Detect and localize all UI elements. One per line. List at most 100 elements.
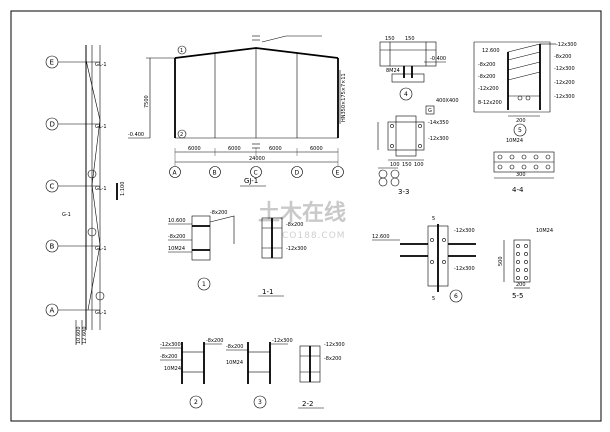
svg-text:-12x300: -12x300 <box>454 266 475 272</box>
svg-text:10M24: 10M24 <box>226 360 243 366</box>
detail-4-4-plate: 10M24 300 4-4 <box>493 138 555 194</box>
svg-text:D: D <box>50 121 55 129</box>
svg-text:-12x200: -12x200 <box>554 80 575 86</box>
svg-text:-12x300: -12x300 <box>554 94 575 100</box>
svg-text:GL-1: GL-1 <box>95 310 107 316</box>
svg-text:CO188.COM: CO188.COM <box>282 231 346 241</box>
svg-text:6000: 6000 <box>269 146 282 152</box>
svg-text:200: 200 <box>516 118 526 124</box>
sheet-border <box>10 10 602 422</box>
svg-text:3: 3 <box>258 399 262 406</box>
svg-text:E: E <box>336 170 340 177</box>
svg-text:150: 150 <box>402 162 412 168</box>
detail-2-2: -12x300 -8x200 2-2 <box>298 342 345 409</box>
svg-text:-12x200: -12x200 <box>478 86 499 92</box>
svg-text:-8x200: -8x200 <box>168 234 186 240</box>
axis-bubble-h-a: A <box>169 166 181 178</box>
svg-text:-8x200: -8x200 <box>210 210 228 216</box>
frame-dimensions: 6000 6000 6000 6000 24000 <box>174 146 339 166</box>
svg-text:-12x300: -12x300 <box>286 246 307 252</box>
axis-bubble-h-b: B <box>209 166 221 178</box>
svg-text:5: 5 <box>432 216 435 222</box>
svg-text:-12x300: -12x300 <box>160 342 181 348</box>
axis-bubble-a: A <box>45 303 59 317</box>
svg-text:2-2: 2-2 <box>302 400 313 408</box>
svg-text:-8x200: -8x200 <box>286 222 304 228</box>
svg-text:-12x300: -12x300 <box>272 338 293 344</box>
svg-text:2: 2 <box>194 399 198 406</box>
svg-text:5: 5 <box>518 127 522 134</box>
detail-node-4: -0.400 150 150 8M24 4 <box>379 36 446 101</box>
detail-node-1: 10.600 -8x200 10M24 -8x200 1 <box>168 210 235 291</box>
svg-text:10M24: 10M24 <box>168 246 185 252</box>
axis-bubble-e: E <box>45 55 59 69</box>
svg-text:GJ-1: GJ-1 <box>244 177 258 185</box>
svg-text:-12x300: -12x300 <box>454 228 475 234</box>
svg-text:7500: 7500 <box>144 95 150 108</box>
svg-text:E: E <box>50 59 54 67</box>
svg-text:B: B <box>213 170 217 177</box>
svg-text:-14x350: -14x350 <box>428 120 449 126</box>
axis-bubble-h-d: D <box>291 166 303 178</box>
axis-bubble-h-c: C <box>250 166 262 178</box>
frame-gj1: 1 2 7500 HN350×175×7×11 -0.400 <box>128 35 347 149</box>
svg-text:10.600: 10.600 <box>168 218 186 224</box>
svg-text:D: D <box>295 170 300 177</box>
svg-text:GL-1: GL-1 <box>95 246 107 252</box>
svg-text:200: 200 <box>516 282 526 288</box>
svg-text:1: 1 <box>180 48 183 54</box>
detail-1-1: -8x200 -12x300 1-1 <box>258 217 307 297</box>
svg-text:1:100: 1:100 <box>120 182 126 196</box>
detail-node-2: -12x300 -8x200 -8x200 10M24 2 <box>160 338 224 409</box>
axis-bubble-h-e: E <box>332 166 344 178</box>
svg-text:-8x200: -8x200 <box>554 54 572 60</box>
svg-text:C: C <box>254 170 258 177</box>
svg-text:100: 100 <box>390 162 400 168</box>
bracing-elevation: GL-1 GL-1 GL-1 GL-1 GL-1 1:100 10.600 12… <box>58 45 126 345</box>
svg-text:GL-1: GL-1 <box>95 62 107 68</box>
axis-bubble-c: C <box>45 179 59 193</box>
svg-text:-12x300: -12x300 <box>554 66 575 72</box>
svg-text:400X400: 400X400 <box>436 98 459 104</box>
svg-text:300: 300 <box>516 172 526 178</box>
svg-text:GL-1: GL-1 <box>95 186 107 192</box>
svg-text:-8x200: -8x200 <box>478 62 496 68</box>
svg-text:100: 100 <box>414 162 424 168</box>
svg-text:B: B <box>50 243 55 251</box>
frame-title: GJ-1 <box>240 177 266 187</box>
svg-text:-12x300: -12x300 <box>428 136 449 142</box>
svg-text:12.600: 12.600 <box>82 327 88 345</box>
svg-text:12.600: 12.600 <box>372 234 390 240</box>
svg-text:4: 4 <box>404 91 408 98</box>
svg-text:6000: 6000 <box>310 146 323 152</box>
svg-text:4-4: 4-4 <box>512 186 524 194</box>
svg-text:8-12x200: 8-12x200 <box>478 100 502 106</box>
detail-5-5: 500 10M24 200 5-5 <box>498 228 553 300</box>
svg-text:6000: 6000 <box>228 146 241 152</box>
svg-text:5: 5 <box>432 296 435 302</box>
svg-text:-12x300: -12x300 <box>324 342 345 348</box>
svg-text:8M24: 8M24 <box>386 68 400 74</box>
svg-text:-8x200: -8x200 <box>324 356 342 362</box>
svg-text:1-1: 1-1 <box>262 288 273 296</box>
svg-text:A: A <box>50 307 55 315</box>
svg-text:-8x200: -8x200 <box>160 354 178 360</box>
svg-text:-8x200: -8x200 <box>478 74 496 80</box>
svg-text:150: 150 <box>385 36 395 42</box>
svg-text:150: 150 <box>405 36 415 42</box>
svg-text:GL-1: GL-1 <box>95 124 107 130</box>
axis-bubble-b: B <box>45 239 59 253</box>
svg-text:5-5: 5-5 <box>512 292 523 300</box>
svg-text:C: C <box>50 183 55 191</box>
axis-bubble-d: D <box>45 117 59 131</box>
svg-text:1: 1 <box>202 281 206 288</box>
svg-text:10M24: 10M24 <box>506 138 523 144</box>
svg-text:A: A <box>173 170 178 177</box>
svg-text:G-1: G-1 <box>62 212 71 218</box>
svg-text:HN350×175×7×11: HN350×175×7×11 <box>341 73 347 122</box>
detail-4-4: -12x300 12.600 -8x200 -8x200 -12x200 -8x… <box>473 41 577 137</box>
svg-text:-8x200: -8x200 <box>206 338 224 344</box>
svg-text:6: 6 <box>454 293 458 300</box>
svg-text:2: 2 <box>180 132 183 138</box>
